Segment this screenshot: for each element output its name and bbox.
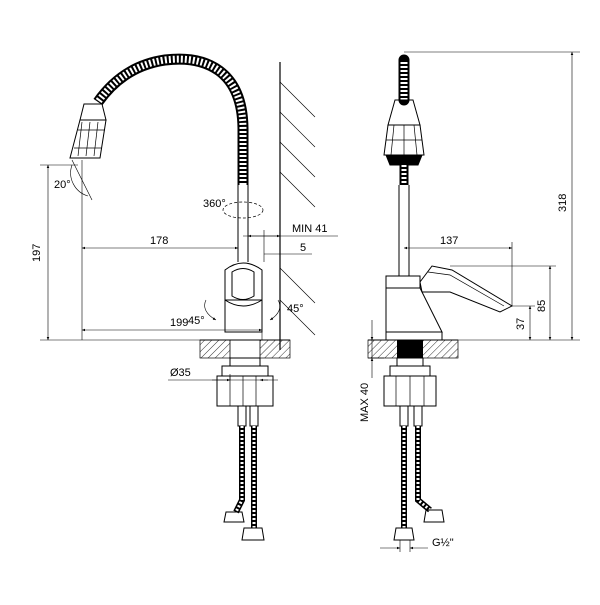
countertop	[199, 339, 291, 359]
supply-hoses	[223, 405, 265, 541]
faucet-body	[204, 262, 281, 333]
dim-angle-right: 45°	[287, 303, 304, 315]
side-supply-hoses	[393, 405, 445, 541]
side-countertop	[367, 331, 459, 359]
dim-side-318: 318	[557, 194, 569, 212]
dim-height-197: 197	[31, 244, 43, 262]
mounting-nut	[216, 357, 274, 407]
side-body	[385, 265, 514, 333]
dim-reach-199: 199	[170, 317, 188, 329]
dim-thread: G½"	[432, 537, 454, 549]
spout-tube	[237, 185, 249, 262]
front-view: 20° 360° 197 178 MIN 41 5 199 45° 45° Ø3…	[31, 53, 338, 541]
side-view: 137 318 85 37 MAX 40 G½"	[359, 51, 580, 552]
dim-reach-178: 178	[150, 235, 168, 247]
dim-side-137: 137	[440, 235, 458, 247]
dim-angle-spout: 20°	[54, 179, 71, 191]
side-mounting-nut	[383, 357, 437, 407]
dim-side-85: 85	[536, 300, 548, 312]
side-spout	[383, 54, 425, 276]
flexible-spout	[69, 53, 249, 185]
front-dimensions	[40, 159, 338, 382]
dim-angle-left: 45°	[188, 315, 205, 327]
dim-min-wall: MIN 41	[292, 223, 327, 235]
dim-angle-rotation: 360°	[203, 198, 226, 210]
dim-diameter: Ø35	[170, 367, 191, 379]
side-dimensions	[368, 51, 580, 552]
dim-side-37: 37	[515, 318, 527, 330]
dim-offset-5: 5	[300, 242, 306, 254]
dim-max-thickness: MAX 40	[359, 383, 371, 422]
wall	[279, 62, 316, 350]
